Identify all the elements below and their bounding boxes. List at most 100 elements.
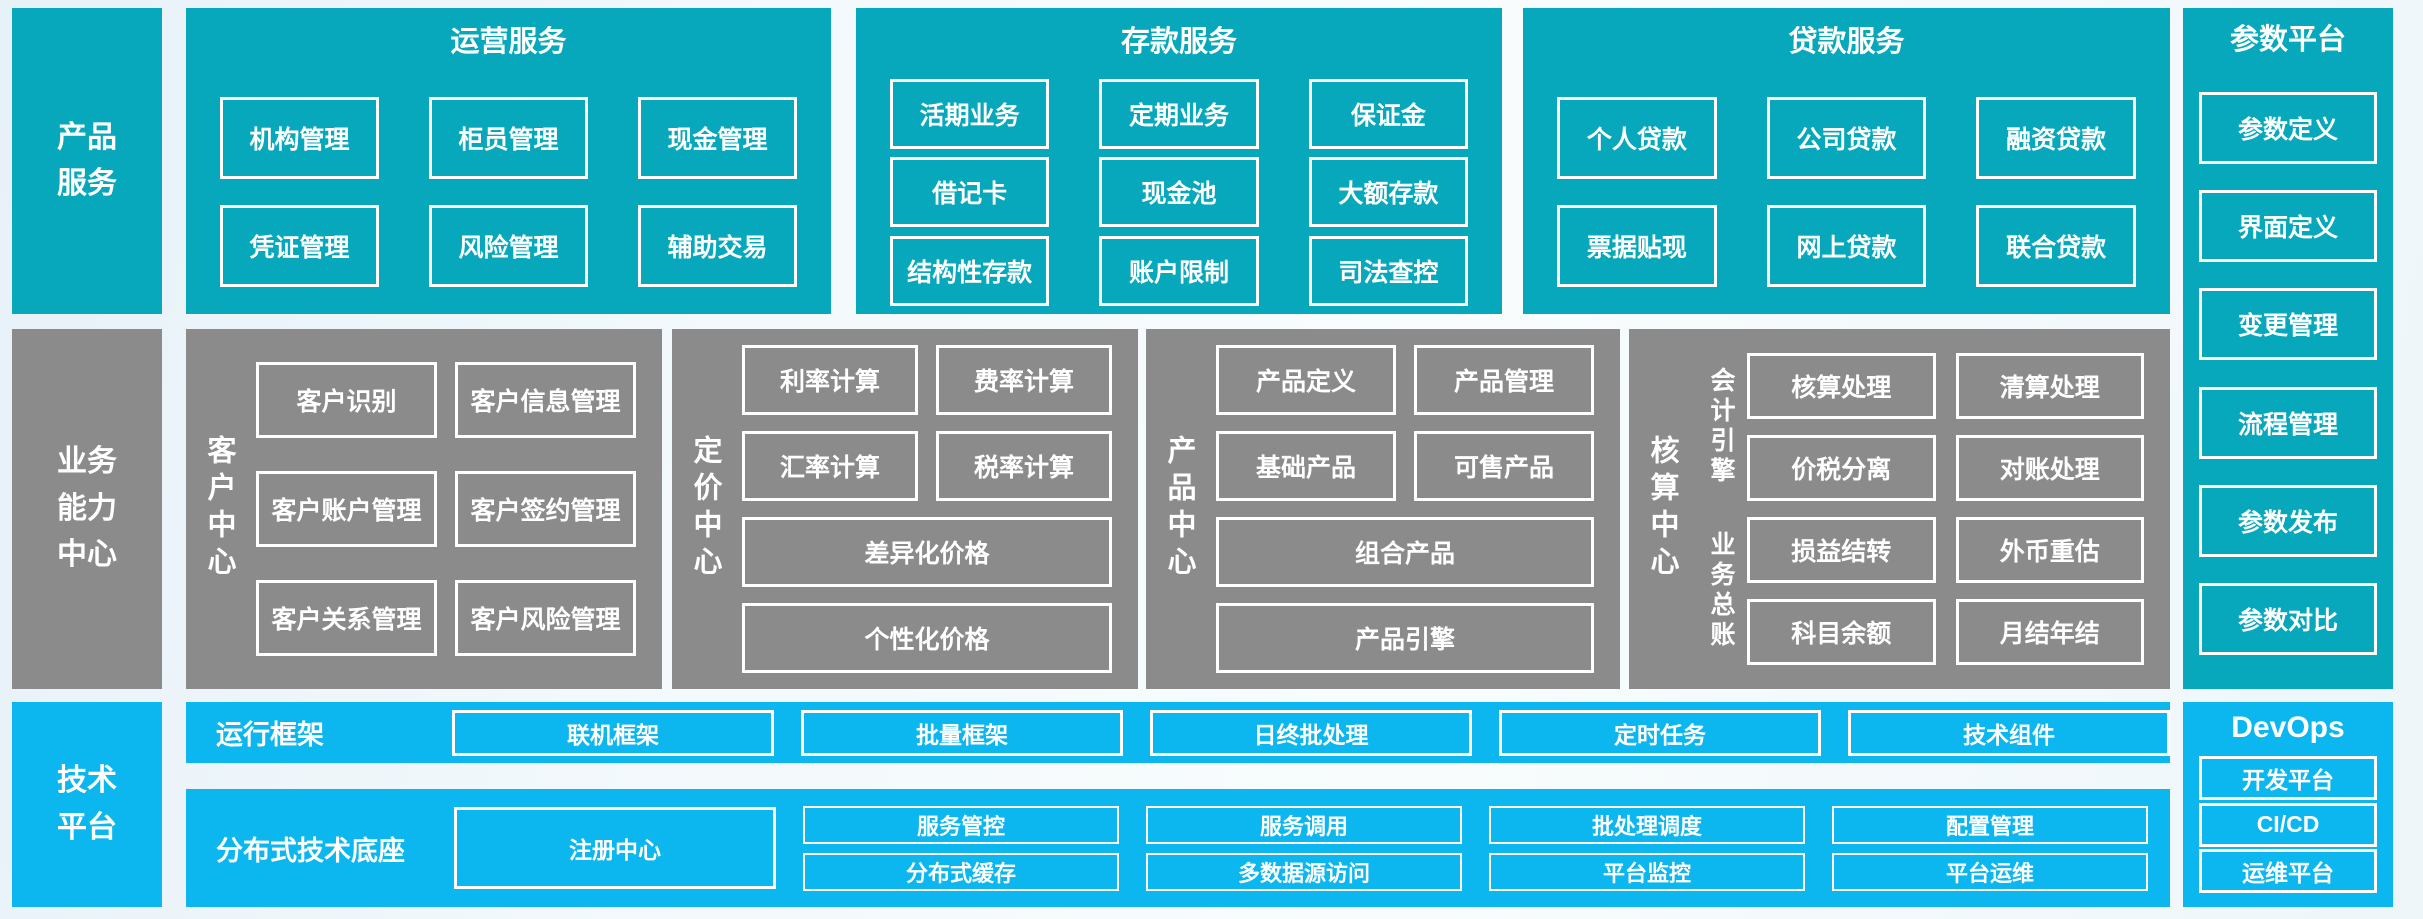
group-vertical-label: 会计引擎: [1695, 347, 1747, 507]
module-box: 现金池: [1099, 157, 1259, 227]
label-product-services: 产品服务: [12, 8, 162, 314]
section-operations-services: 运营服务 机构管理 柜员管理 现金管理 凭证管理 风险管理 辅助交易: [186, 8, 831, 314]
accounting-groups: 会计引擎 核算处理 清算处理 价税分离 对账处理 业务总账 损益结转 外币重估 …: [1695, 329, 2170, 689]
label-product-services-text: 产品服务: [57, 120, 117, 201]
module-box: 借记卡: [890, 157, 1050, 227]
center-label-text: 产品中心: [1163, 435, 1195, 583]
group-label-text: 业务总账: [1707, 531, 1735, 651]
module-box: 服务管控: [803, 805, 1119, 844]
module-box: 联机框架: [452, 709, 774, 756]
module-box: 组合产品: [1216, 517, 1594, 587]
module-box: 流程管理: [2199, 386, 2377, 459]
module-box: 参数对比: [2199, 582, 2377, 655]
module-box: 大额存款: [1308, 157, 1468, 227]
module-box: 价税分离: [1747, 435, 1936, 501]
module-box: 变更管理: [2199, 288, 2377, 361]
module-box: 外币重估: [1955, 517, 2144, 583]
module-box: 机构管理: [220, 96, 379, 179]
module-box: 科目余额: [1747, 599, 1936, 665]
module-box: 现金管理: [638, 96, 797, 179]
module-grid: 核算处理 清算处理 价税分离 对账处理: [1747, 347, 2170, 507]
module-box: 网上贷款: [1766, 205, 1927, 288]
section-title: 参数平台: [2229, 24, 2346, 56]
module-box: 差异化价格: [742, 517, 1112, 587]
module-box: 票据贴现: [1557, 205, 1717, 288]
section-title: 贷款服务: [1788, 26, 1905, 58]
module-box: 客户关系管理: [256, 580, 437, 656]
module-box-registry: 注册中心: [454, 807, 776, 889]
module-box: CI/CD: [2199, 802, 2377, 847]
module-box: 月结年结: [1955, 599, 2144, 665]
center-vertical-label: 定价中心: [672, 329, 738, 689]
module-box: 账户限制: [1099, 235, 1259, 306]
row-runtime-framework: 运行框架 联机框架 批量框架 日终批处理 定时任务 技术组件: [186, 702, 2170, 763]
module-box: 风险管理: [429, 205, 588, 288]
module-box: 费率计算: [936, 345, 1112, 415]
center-vertical-label: 核算中心: [1629, 329, 1695, 689]
center-accounting: 核算中心 会计引擎 核算处理 清算处理 价税分离 对账处理 业务总账 损: [1629, 329, 2170, 689]
row-distributed-base: 分布式技术底座 注册中心 服务管控 服务调用 批处理调度 配置管理 分布式缓存 …: [186, 789, 2170, 907]
label-business-capability-text: 业务能力中心: [57, 445, 117, 572]
module-box: 利率计算: [742, 345, 918, 415]
module-box: 多数据源访问: [1146, 852, 1462, 891]
center-label-text: 定价中心: [689, 435, 721, 583]
module-grid: 个人贷款 公司贷款 融资贷款 票据贴现 网上贷款 联合贷款: [1523, 70, 2170, 314]
module-box: 配置管理: [1832, 805, 2148, 844]
module-box: 服务调用: [1146, 805, 1462, 844]
module-box: 开发平台: [2199, 756, 2377, 801]
module-box: 客户信息管理: [455, 362, 636, 438]
module-box: 核算处理: [1747, 353, 1936, 419]
center-vertical-label: 产品中心: [1146, 329, 1212, 689]
module-box: 平台监控: [1489, 852, 1805, 891]
module-box: 批量框架: [801, 709, 1123, 756]
module-box: 基础产品: [1216, 431, 1396, 501]
module-box: 柜员管理: [429, 96, 588, 179]
module-grid: 产品定义 产品管理 基础产品 可售产品 组合产品 产品引擎: [1212, 329, 1620, 689]
panel-parameter-platform: 参数平台 参数定义 界面定义 变更管理 流程管理 参数发布 参数对比: [2183, 8, 2393, 689]
module-box: 个性化价格: [742, 603, 1112, 673]
section-title: 运营服务: [450, 26, 567, 58]
module-box: 产品管理: [1414, 345, 1594, 415]
module-box: 产品引擎: [1216, 603, 1594, 673]
section-title: 存款服务: [1120, 26, 1237, 58]
module-box: 定时任务: [1499, 709, 1821, 756]
module-box: 汇率计算: [742, 431, 918, 501]
module-grid: 机构管理 柜员管理 现金管理 凭证管理 风险管理 辅助交易: [186, 70, 831, 314]
module-box: 可售产品: [1414, 431, 1594, 501]
module-box: 日终批处理: [1150, 709, 1472, 756]
module-grid: 服务管控 服务调用 批处理调度 配置管理 分布式缓存 多数据源访问 平台监控 平…: [803, 805, 2148, 891]
panel-devops: DevOps 开发平台 CI/CD 运维平台: [2183, 702, 2393, 907]
module-box: 个人贷款: [1557, 96, 1717, 179]
module-grid: 客户识别 客户信息管理 客户账户管理 客户签约管理 客户关系管理 客户风险管理: [252, 329, 662, 689]
module-box: 清算处理: [1955, 353, 2144, 419]
module-grid: 利率计算 费率计算 汇率计算 税率计算 差异化价格 个性化价格: [738, 329, 1138, 689]
group-vertical-label: 业务总账: [1695, 511, 1747, 671]
group-label-text: 会计引擎: [1707, 367, 1735, 487]
module-box: 活期业务: [890, 78, 1050, 149]
module-box: 公司贷款: [1766, 96, 1927, 179]
module-box: 司法查控: [1308, 235, 1468, 306]
module-box: 分布式缓存: [803, 852, 1119, 891]
module-box: 定期业务: [1099, 78, 1259, 149]
module-box: 客户签约管理: [455, 471, 636, 547]
center-label-text: 核算中心: [1646, 435, 1678, 583]
module-list: 参数定义 界面定义 变更管理 流程管理 参数发布 参数对比: [2183, 66, 2393, 689]
label-technology-platform-text: 技术平台: [57, 764, 117, 844]
center-product: 产品中心 产品定义 产品管理 基础产品 可售产品 组合产品 产品引擎: [1146, 329, 1620, 689]
module-box: 参数定义: [2199, 92, 2377, 165]
module-box: 客户账户管理: [256, 471, 437, 547]
module-box: 客户风险管理: [455, 580, 636, 656]
row-label: 分布式技术底座: [216, 835, 405, 866]
center-customer: 客户中心 客户识别 客户信息管理 客户账户管理 客户签约管理 客户关系管理 客户…: [186, 329, 662, 689]
section-deposit-services: 存款服务 活期业务 定期业务 保证金 借记卡 现金池 大额存款 结构性存款 账户…: [856, 8, 1502, 314]
module-box: 技术组件: [1848, 709, 2170, 756]
module-box: 运维平台: [2199, 848, 2377, 893]
module-list: 开发平台 CI/CD 运维平台: [2183, 754, 2393, 907]
module-box: 批处理调度: [1489, 805, 1805, 844]
group-accounting-engine: 会计引擎 核算处理 清算处理 价税分离 对账处理: [1695, 347, 2170, 507]
module-box: 税率计算: [936, 431, 1112, 501]
module-box: 联合贷款: [1976, 205, 2136, 288]
group-business-ledger: 业务总账 损益结转 外币重估 科目余额 月结年结: [1695, 511, 2170, 671]
module-box: 保证金: [1308, 78, 1468, 149]
